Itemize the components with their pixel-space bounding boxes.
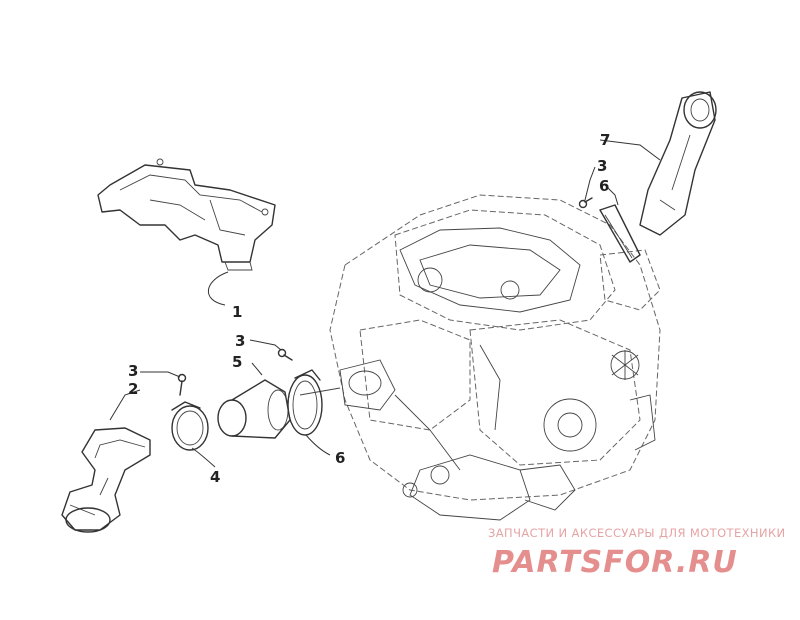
callout-2: 2	[128, 380, 138, 398]
callout-5: 5	[232, 353, 242, 371]
part-3-screw-left	[177, 373, 187, 396]
part-3-screw-middle	[277, 348, 293, 361]
watermark: ЗАПЧАСТИ И АКСЕССУАРЫ ДЛЯ МОТОТЕХНИКИ PA…	[488, 526, 786, 580]
leader-lines	[109, 139, 661, 468]
part-5-rubber-boot	[217, 379, 291, 439]
part-2-intake-hose	[61, 427, 151, 533]
part-6-clamp-upper	[599, 204, 641, 263]
part-6-clamp-lower	[287, 369, 323, 436]
part-3-screw-right	[578, 197, 593, 209]
watermark-logo: PARTSFOR.RU	[492, 545, 738, 580]
watermark-tagline: ЗАПЧАСТИ И АКСЕССУАРЫ ДЛЯ МОТОТЕХНИКИ	[488, 526, 786, 540]
callout-1: 1	[232, 303, 242, 321]
part-4-clamp	[171, 401, 209, 451]
part-7-intake-tube	[639, 91, 717, 236]
callout-3-right: 3	[597, 157, 607, 175]
engine-assembly	[299, 194, 661, 521]
callout-3-middle: 3	[235, 332, 245, 350]
callout-4: 4	[210, 468, 220, 486]
part-1-air-duct	[97, 158, 276, 271]
callout-3-left: 3	[128, 362, 138, 380]
callout-labels: 1 2 3 3 3 4 5 6 6 7	[128, 131, 610, 486]
callout-6-upper: 6	[599, 177, 609, 195]
callout-6-lower: 6	[335, 449, 345, 467]
callout-7: 7	[600, 131, 610, 149]
